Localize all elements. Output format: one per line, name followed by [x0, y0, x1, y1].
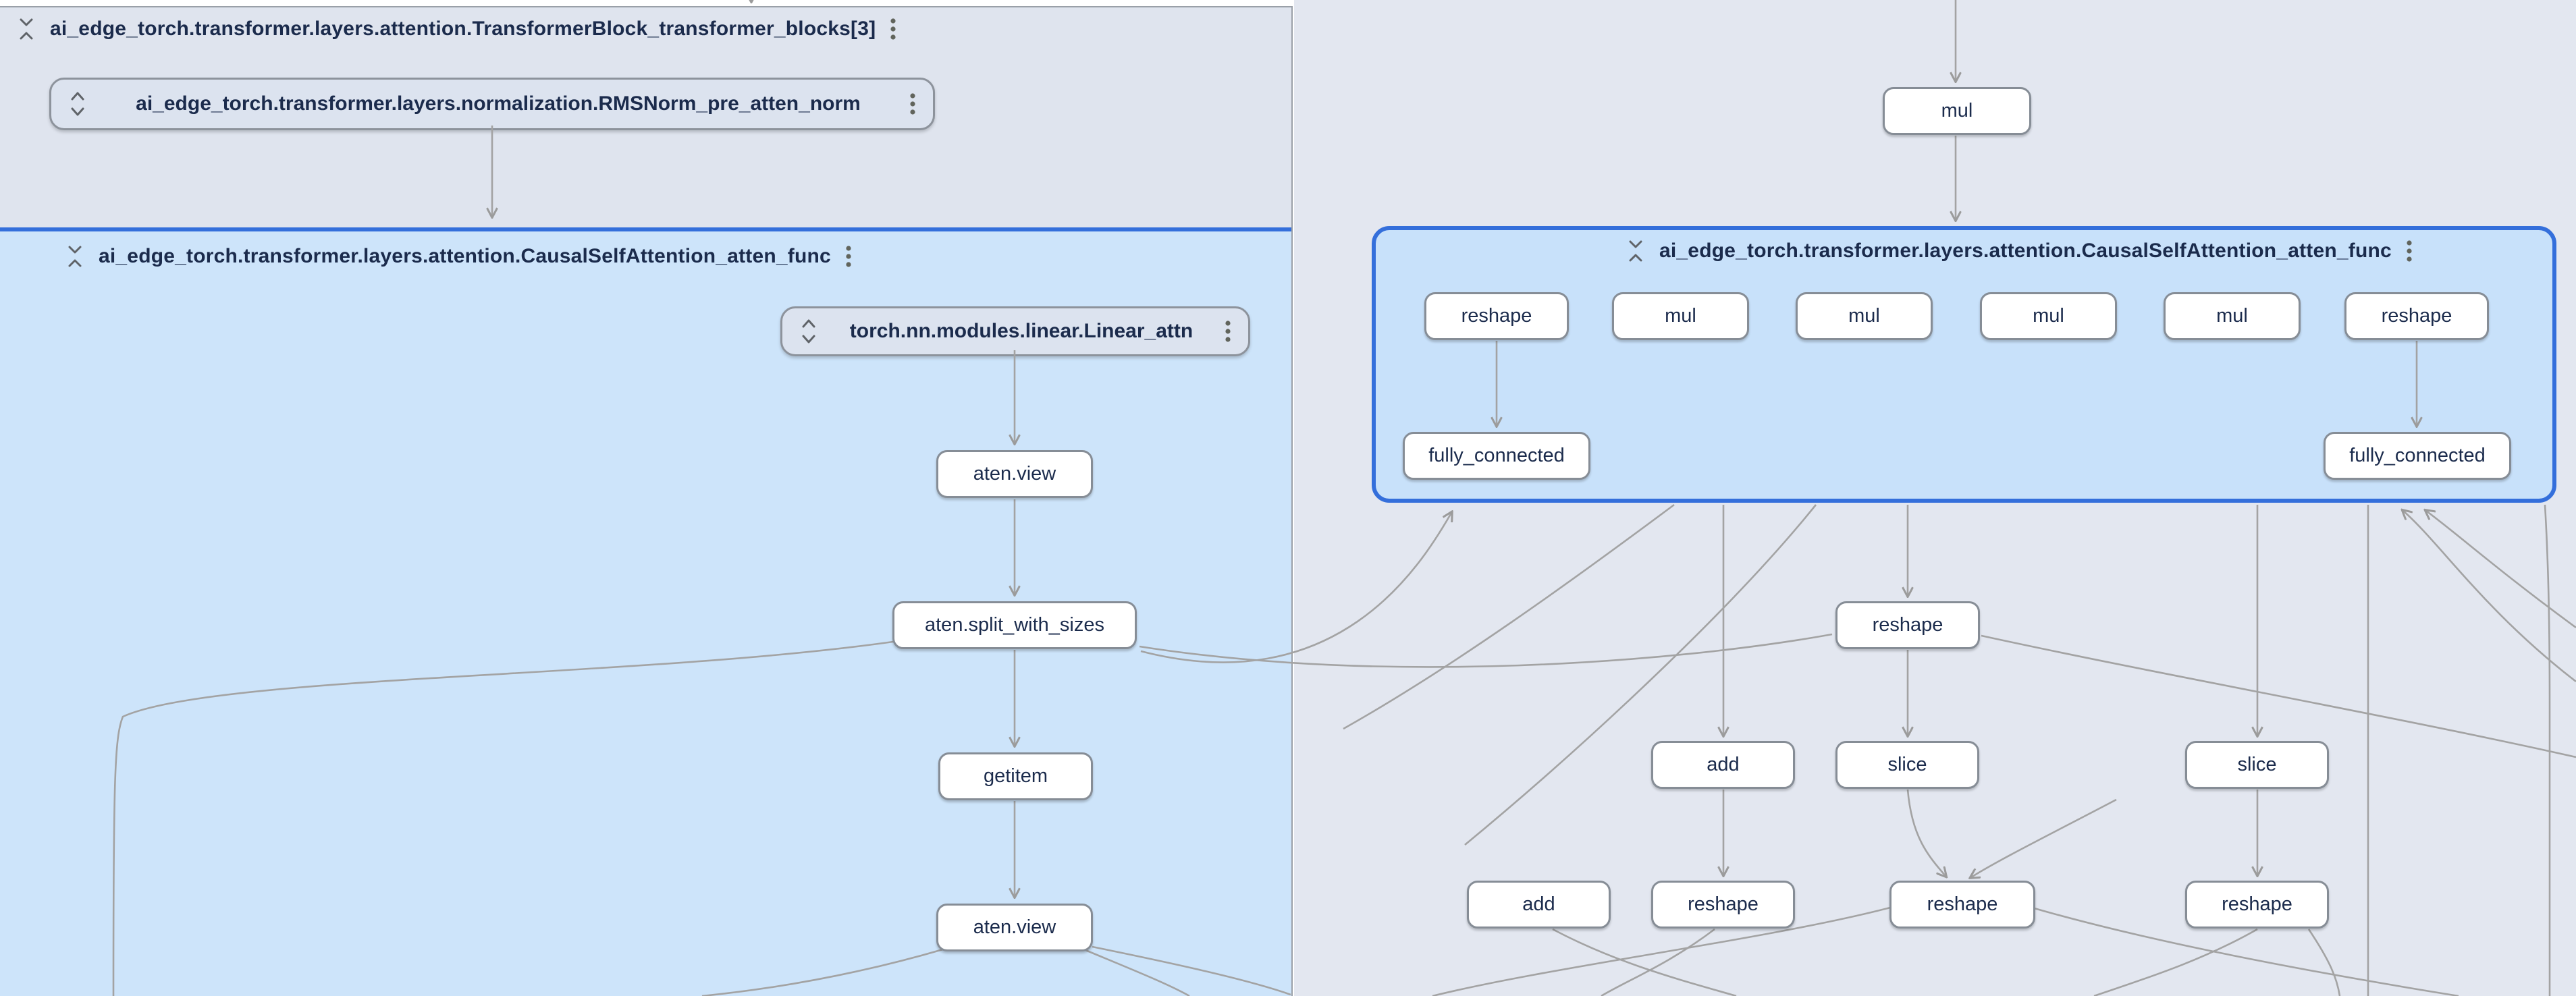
node-label: aten.split_with_sizes [925, 614, 1104, 636]
node-mul-r1d[interactable]: mul [2164, 292, 2301, 340]
node-slice-2[interactable]: slice [2185, 741, 2329, 789]
unfold-less-icon[interactable] [65, 244, 85, 269]
node-reshape-c[interactable]: reshape [2185, 881, 2329, 929]
node-slice-1[interactable]: slice [1835, 741, 1979, 789]
attention-group-header[interactable]: ai_edge_torch.transformer.layers.attenti… [65, 244, 853, 269]
node-label: add [1707, 754, 1740, 775]
group-title[interactable]: ai_edge_torch.transformer.layers.attenti… [50, 18, 876, 40]
node-fully-connected-left[interactable]: fully_connected [1403, 432, 1590, 480]
node-label: reshape [2222, 893, 2292, 915]
node-label: reshape [1872, 614, 1943, 636]
node-linear-group[interactable]: torch.nn.modules.linear.Linear_attn [780, 306, 1250, 356]
node-label: mul [2033, 305, 2064, 327]
node-label: fully_connected [2349, 445, 2486, 466]
node-label: slice [2237, 754, 2277, 775]
node-add-2[interactable]: add [1467, 881, 1611, 929]
node-label: mul [1941, 100, 1973, 121]
node-label: add [1522, 893, 1555, 915]
node-label: ai_edge_torch.transformer.layers.normali… [136, 92, 861, 115]
group-title[interactable]: ai_edge_torch.transformer.layers.attenti… [1659, 240, 2392, 262]
node-aten-split-with-sizes[interactable]: aten.split_with_sizes [892, 601, 1137, 649]
unfold-less-icon[interactable] [1626, 239, 1646, 263]
node-reshape-r1b[interactable]: reshape [2344, 292, 2489, 340]
node-rmsnorm-group[interactable]: ai_edge_torch.transformer.layers.normali… [49, 78, 935, 130]
node-fully-connected-right[interactable]: fully_connected [2324, 432, 2511, 480]
node-label: torch.nn.modules.linear.Linear_attn [849, 320, 1193, 342]
unfold-more-icon[interactable] [799, 318, 819, 345]
node-label: reshape [1461, 305, 1532, 327]
node-reshape-r1[interactable]: reshape [1424, 292, 1569, 340]
kebab-menu-icon[interactable] [909, 91, 917, 117]
group-title[interactable]: ai_edge_torch.transformer.layers.attenti… [99, 245, 831, 267]
node-label: fully_connected [1428, 445, 1565, 466]
kebab-menu-icon[interactable] [844, 244, 853, 269]
node-label: slice [1887, 754, 1927, 775]
node-label: getitem [983, 765, 1048, 787]
node-label: mul [2216, 305, 2248, 327]
node-label: reshape [1688, 893, 1759, 915]
node-label: reshape [1927, 893, 1998, 915]
node-label: aten.view [973, 463, 1056, 485]
node-mul-r1c[interactable]: mul [1980, 292, 2117, 340]
node-reshape-b[interactable]: reshape [1889, 881, 2035, 929]
node-label: reshape [2381, 305, 2452, 327]
unfold-less-icon[interactable] [16, 17, 36, 41]
unfold-more-icon[interactable] [68, 90, 88, 117]
transformer-block-header[interactable]: ai_edge_torch.transformer.layers.attenti… [16, 16, 897, 42]
kebab-menu-icon[interactable] [889, 16, 897, 42]
node-reshape-mid[interactable]: reshape [1835, 601, 1980, 649]
node-getitem[interactable]: getitem [938, 752, 1093, 800]
node-label: mul [1665, 305, 1696, 327]
kebab-menu-icon[interactable] [1224, 319, 1232, 344]
node-reshape-a[interactable]: reshape [1651, 881, 1795, 929]
right-group-region[interactable]: ai_edge_torch.transformer.layers.attenti… [1294, 0, 2576, 996]
transformer-block-group-region[interactable]: ai_edge_torch.transformer.layers.attenti… [0, 6, 1293, 996]
node-aten-view[interactable]: aten.view [936, 450, 1093, 498]
node-label: aten.view [973, 916, 1056, 938]
node-aten-view-2[interactable]: aten.view [936, 904, 1093, 951]
node-add-1[interactable]: add [1651, 741, 1795, 789]
node-mul-r1a[interactable]: mul [1612, 292, 1749, 340]
node-label: mul [1848, 305, 1880, 327]
kebab-menu-icon[interactable] [2405, 238, 2413, 264]
node-mul-r1b[interactable]: mul [1796, 292, 1933, 340]
node-mul-top[interactable]: mul [1883, 87, 2031, 135]
selected-attention-group-header[interactable]: ai_edge_torch.transformer.layers.attenti… [1626, 238, 2413, 264]
